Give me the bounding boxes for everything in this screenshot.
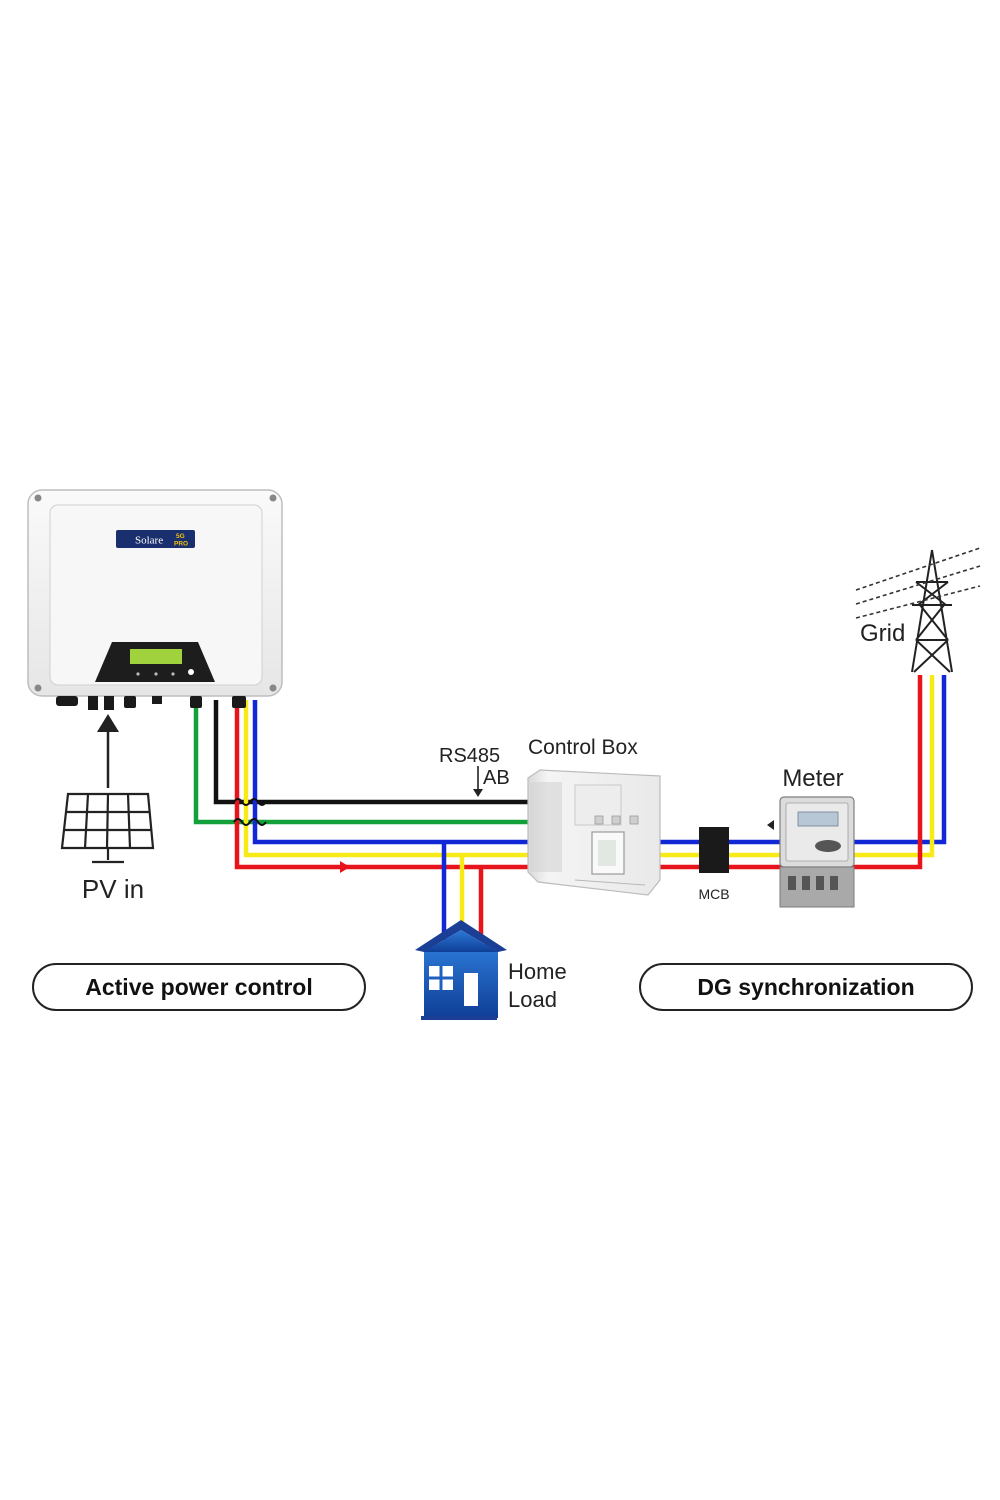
control-box [527, 769, 661, 896]
rs485-label: RS485 [439, 745, 500, 767]
badge-active-power-control-text: Active power control [85, 974, 312, 1000]
pv-in-label: PV in [82, 874, 144, 904]
current-direction-arrow [340, 861, 350, 873]
wire-blue-1 [252, 700, 528, 845]
load-label: Load [508, 987, 557, 1012]
inverter-connectors [56, 696, 246, 710]
wire-green [193, 700, 528, 825]
mcb-breaker [699, 827, 729, 873]
grid-label: Grid [860, 620, 905, 647]
solar-panel-icon [60, 792, 155, 864]
ct-coils [233, 798, 267, 826]
wire-blue-3 [850, 675, 947, 845]
power-lines [855, 547, 981, 619]
wire-red-1 [234, 700, 528, 870]
badge-dg-synchronization: DG synchronization [639, 963, 973, 1011]
mcb-label: MCB [698, 886, 729, 902]
meter-label: Meter [782, 765, 843, 792]
energy-meter [767, 796, 855, 908]
ab-label: AB [483, 767, 510, 789]
wire-red-3 [850, 675, 923, 870]
pv-arrow-head [97, 714, 119, 732]
inverter-front-panel [49, 504, 263, 686]
wire-yellow-3 [850, 675, 935, 858]
wire-yellow-1 [243, 700, 528, 858]
wire-black-rs485 [213, 700, 528, 805]
control-box-label: Control Box [528, 736, 638, 759]
transmission-tower-icon [911, 549, 953, 673]
home-load-icon [415, 920, 507, 1020]
badge-active-power-control: Active power control [32, 963, 366, 1011]
wiring [193, 675, 947, 940]
inverter-lcd [130, 649, 182, 664]
inverter-badge-top: 5G [176, 533, 185, 540]
inverter: Solare 5G PRO [27, 489, 283, 710]
rs485-arrow-head [473, 789, 483, 797]
inverter-brand: Solare [135, 535, 163, 547]
inverter-logo [116, 530, 195, 548]
inverter-button-icon [188, 669, 194, 675]
home-label: Home [508, 959, 567, 984]
inverter-badge-bottom: PRO [174, 541, 188, 548]
meter-display [797, 811, 839, 827]
badge-dg-synchronization-text: DG synchronization [697, 974, 914, 1000]
